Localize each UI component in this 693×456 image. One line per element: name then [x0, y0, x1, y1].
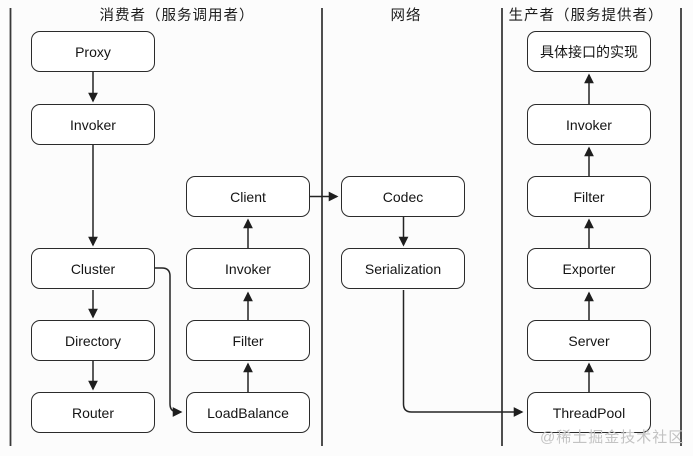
node-provider-filter: Filter — [527, 176, 651, 217]
node-cluster: Cluster — [31, 248, 155, 289]
section-separators — [9, 8, 682, 446]
node-consumer-invoker-2: Invoker — [186, 248, 310, 289]
node-server: Server — [527, 320, 651, 361]
section-title-network: 网络 — [390, 8, 422, 24]
node-consumer-filter: Filter — [186, 320, 310, 361]
node-impl: 具体接口的实现 — [527, 31, 651, 72]
node-loadbalance: LoadBalance — [186, 392, 310, 433]
edge-serialization-threadpool — [402, 290, 524, 417]
edge-cluster-loadbalance — [155, 267, 183, 417]
node-codec: Codec — [341, 176, 465, 217]
diagram-edges — [88, 72, 594, 417]
node-directory: Directory — [31, 320, 155, 361]
node-proxy: Proxy — [31, 31, 155, 72]
node-serialization: Serialization — [341, 248, 465, 289]
node-threadpool: ThreadPool — [527, 392, 651, 433]
node-router: Router — [31, 392, 155, 433]
node-provider-invoker: Invoker — [527, 104, 651, 145]
node-consumer-invoker: Invoker — [31, 104, 155, 145]
section-title-provider: 生产者（服务提供者） — [508, 8, 664, 24]
node-client: Client — [186, 176, 310, 217]
node-exporter: Exporter — [527, 248, 651, 289]
watermark: @稀土掘金技术社区 — [540, 429, 685, 446]
section-title-consumer: 消费者（服务调用者） — [99, 8, 255, 24]
